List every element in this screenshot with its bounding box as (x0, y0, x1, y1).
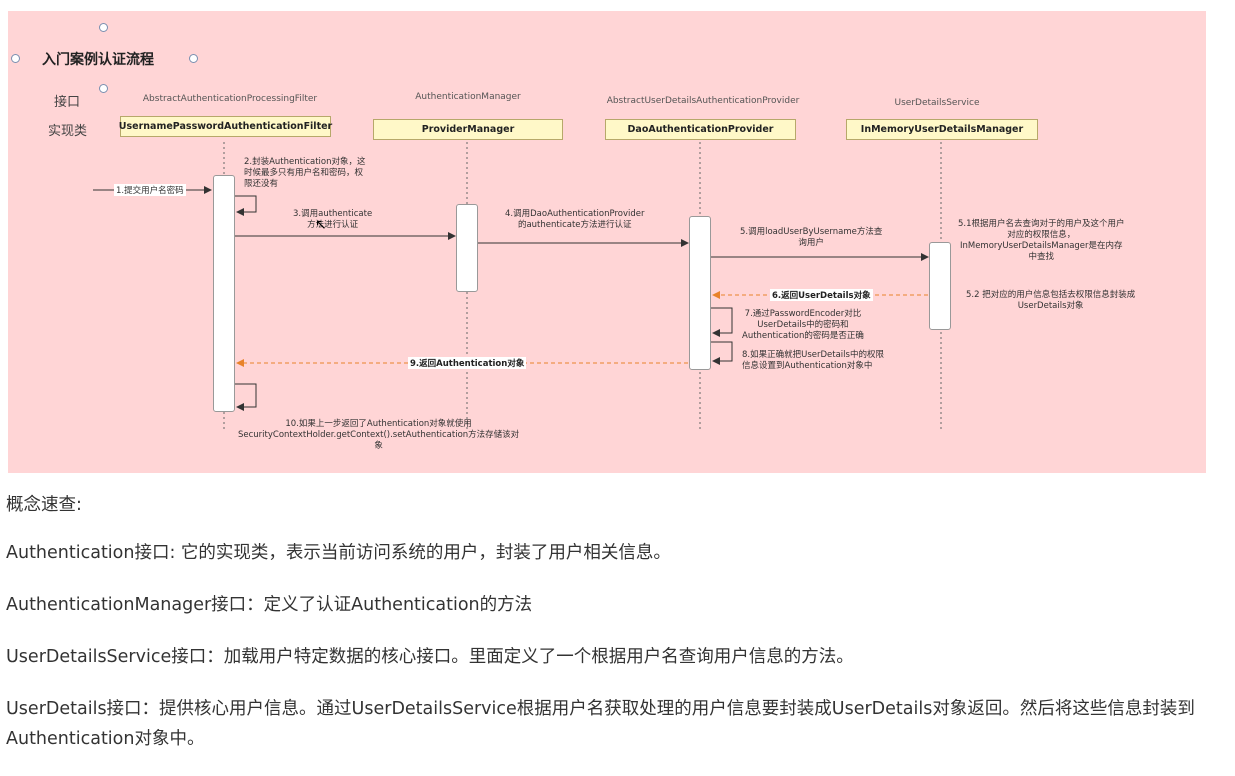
arrow-step-2 (235, 195, 257, 216)
arrow-step-8 (711, 341, 733, 365)
label-step-6: 6.返回UserDetails对象 (770, 289, 873, 301)
note-step-3: 3.调用authenticate 方法进行认证 (293, 209, 373, 230)
interface-label-user-details-service: UserDetailsService (894, 98, 980, 108)
activation-filter (213, 175, 235, 412)
paragraph-user-details: UserDetails接口：提供核心用户信息。通过UserDetailsServ… (6, 699, 1195, 749)
selection-handle-icon[interactable] (11, 54, 20, 63)
note-step-8: 8.如果正确就把UserDetails中的权限 信息设置到Authenticat… (742, 350, 884, 371)
paragraph-authentication-manager: AuthenticationManager接口：定义了认证Authenticat… (6, 595, 533, 615)
label-step-9: 9.返回Authentication对象 (408, 357, 527, 369)
concept-notes: 概念速查: Authentication接口: 它的实现类，表示当前访问系统的用… (6, 490, 1216, 776)
class-box-dao-provider: DaoAuthenticationProvider (605, 119, 796, 140)
note-step-5-2: 5.2 把对应的用户信息包括去权限信息封装成 UserDetails对象 (966, 290, 1136, 311)
selection-handle-icon[interactable] (99, 23, 108, 32)
activation-user-details-manager (929, 242, 951, 330)
class-box-user-details-manager: InMemoryUserDetailsManager (846, 119, 1038, 140)
paragraph-authentication: Authentication接口: 它的实现类，表示当前访问系统的用户，封装了用… (6, 543, 671, 563)
arrow-step-10 (235, 383, 257, 411)
arrow-step-7 (711, 307, 733, 337)
interface-label-authentication-manager: AuthenticationManager (415, 92, 521, 102)
interface-label-provider: AbstractUserDetailsAuthenticationProvide… (606, 96, 800, 106)
diagram-title: 入门案例认证流程 (42, 52, 154, 68)
note-step-10: 10.如果上一步返回了Authentication对象就使用 SecurityC… (238, 419, 520, 451)
note-step-5: 5.调用loadUserByUsername方法查 询用户 (740, 227, 883, 248)
section-heading: 概念速查: (6, 495, 82, 515)
note-step-2: 2.封装Authentication对象，这 时候最多只有用户名和密码，权 限还… (244, 157, 366, 189)
activation-provider-manager (456, 204, 478, 292)
interface-label-filter: AbstractAuthenticationProcessingFilter (142, 94, 318, 104)
label-step-1: 1.提交用户名密码 (114, 184, 186, 196)
class-box-filter: UsernamePasswordAuthenticationFilter (119, 116, 332, 137)
sequence-diagram: 入门案例认证流程 接口 实现类 AbstractAuthenticationPr… (8, 11, 1206, 473)
row-label-interface: 接口 (54, 95, 81, 110)
note-step-7: 7.通过PasswordEncoder对比 UserDetails中的密码和 A… (742, 309, 864, 341)
paragraph-user-details-service: UserDetailsService接口：加载用户特定数据的核心接口。里面定义了… (6, 647, 854, 667)
note-step-4: 4.调用DaoAuthenticationProvider 的authentic… (505, 209, 645, 230)
mouse-cursor-icon: ↖ (315, 217, 327, 233)
selection-handle-icon[interactable] (99, 84, 108, 93)
class-box-provider-manager: ProviderManager (373, 119, 563, 140)
selection-handle-icon[interactable] (189, 54, 198, 63)
activation-dao-provider (689, 216, 711, 370)
note-step-5-1: 5.1根据用户名去查询对于的用户及这个用户 对应的权限信息， InMemoryU… (958, 219, 1125, 262)
row-label-impl: 实现类 (48, 124, 88, 139)
